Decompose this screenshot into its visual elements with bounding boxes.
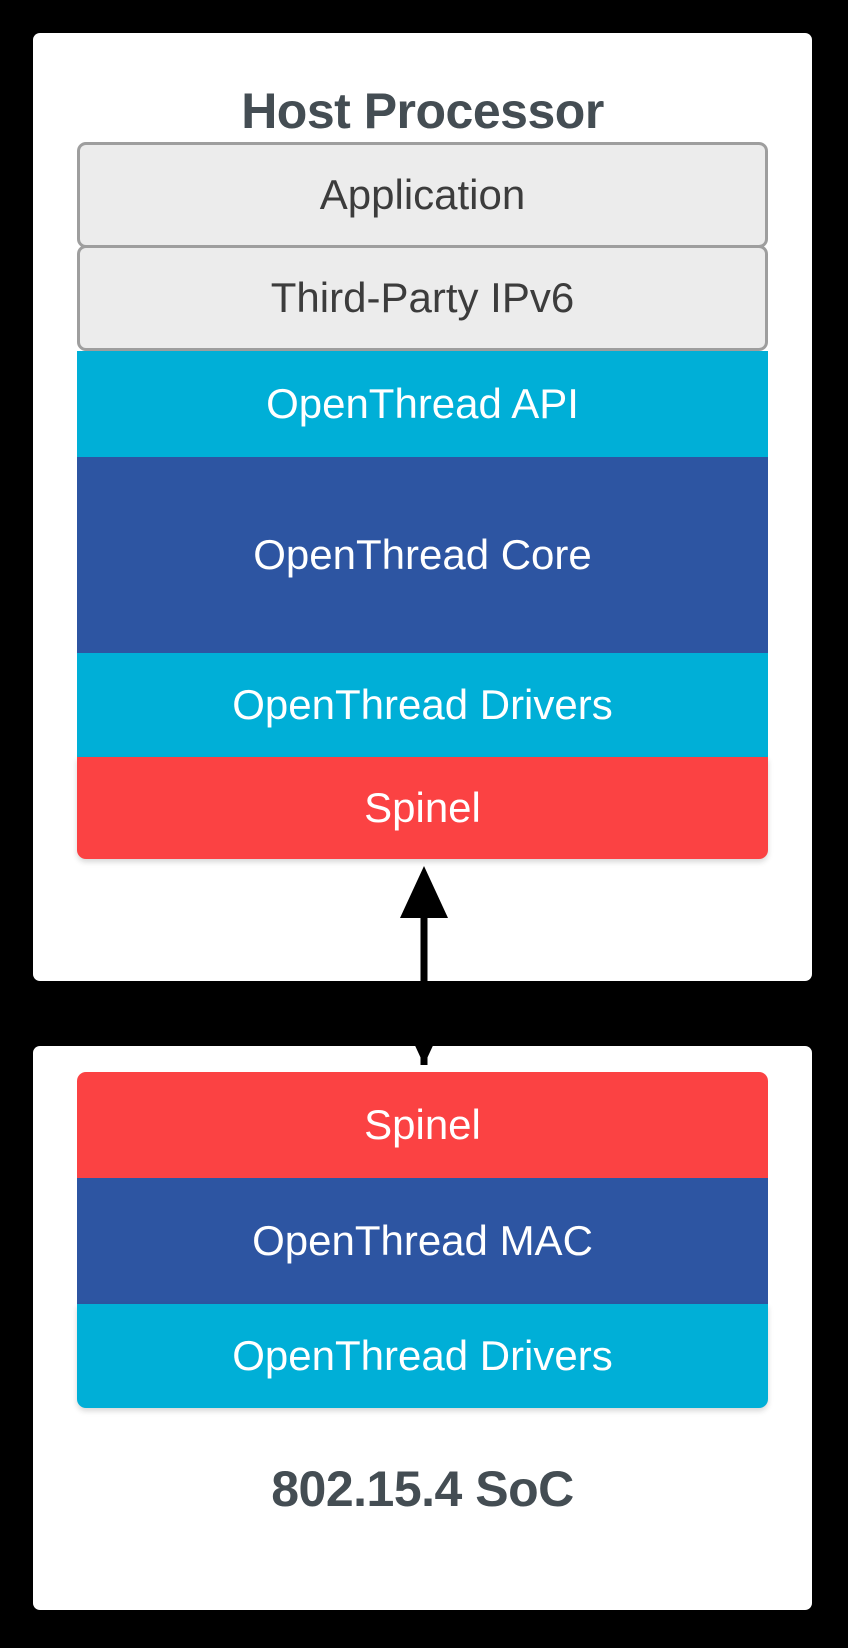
layer-spinel-host-label: Spinel [364, 784, 481, 831]
layer-spinel-soc-label: Spinel [364, 1101, 481, 1148]
layer-openthread-mac: OpenThread MAC [77, 1178, 768, 1304]
layer-openthread-drivers-host: OpenThread Drivers [77, 653, 768, 757]
layer-application: Application [77, 142, 768, 248]
panel-host-processor-title: Host Processor [241, 83, 604, 139]
layer-spinel-host: Spinel [77, 757, 768, 859]
layer-spinel-soc: Spinel [77, 1072, 768, 1178]
layer-third-party-ipv6-label: Third-Party IPv6 [270, 274, 575, 321]
panel-soc: Spinel OpenThread MAC OpenThread Drivers… [33, 1046, 812, 1610]
layer-openthread-core-label: OpenThread Core [253, 531, 592, 578]
layer-openthread-api-label: OpenThread API [266, 380, 579, 427]
panel-soc-title: 802.15.4 SoC [271, 1461, 574, 1517]
layer-openthread-api: OpenThread API [77, 351, 768, 457]
panel-host-processor: Host Processor Application Third-Party I… [33, 33, 812, 981]
layer-openthread-drivers-soc: OpenThread Drivers [77, 1304, 768, 1408]
layer-openthread-drivers-soc-label: OpenThread Drivers [232, 1332, 613, 1379]
layer-openthread-core: OpenThread Core [77, 457, 768, 653]
layer-application-label: Application [319, 171, 526, 218]
host-processor-layer-stack: Application Third-Party IPv6 OpenThread … [77, 142, 768, 859]
layer-openthread-drivers-host-label: OpenThread Drivers [232, 681, 613, 728]
layer-third-party-ipv6: Third-Party IPv6 [77, 245, 768, 351]
layer-openthread-mac-label: OpenThread MAC [252, 1217, 593, 1264]
soc-layer-stack: Spinel OpenThread MAC OpenThread Drivers [77, 1072, 768, 1408]
